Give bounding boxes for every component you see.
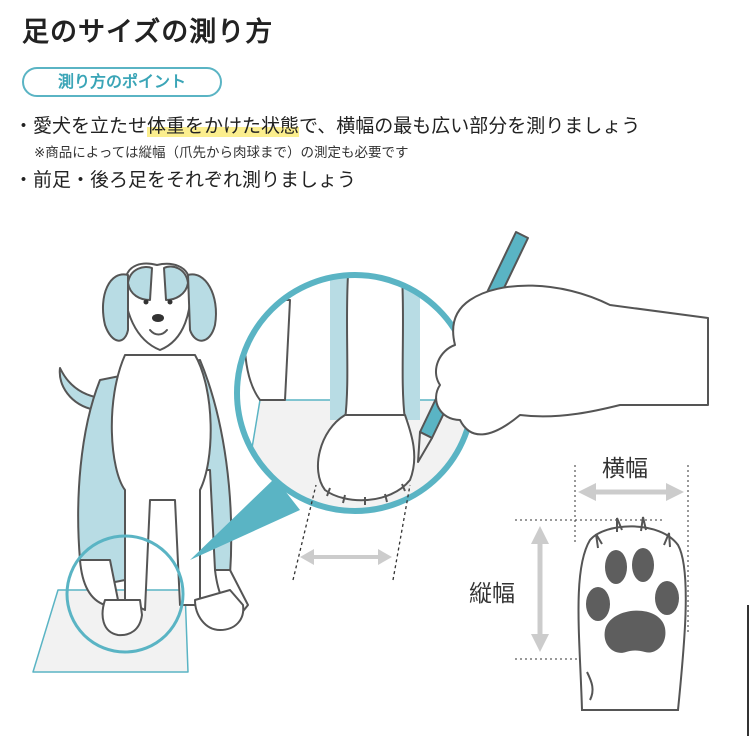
hand-with-pencil [417, 231, 709, 463]
hand [435, 284, 709, 436]
dog-ear-right [187, 273, 217, 342]
main-pad [604, 610, 666, 653]
pencil-tip [417, 431, 433, 463]
paw-claws [595, 516, 671, 549]
bullet-1-pre: ・愛犬を立たせ [14, 115, 148, 137]
bullet-1-post: で、横幅の最も広い部分を測りましょう [299, 115, 641, 137]
paw-diagram [515, 465, 689, 711]
dog-tail [58, 367, 101, 411]
bullet-1: ・愛犬を立たせ体重をかけた状態で、横幅の最も広い部分を測りましょう [14, 112, 744, 140]
dog-mouth [149, 329, 168, 336]
dog-ear-left [102, 273, 129, 342]
bullet-2: ・前足・後ろ足をそれぞれ測りましょう [14, 169, 357, 191]
bullet-1-highlight: 体重をかけた状態 [147, 115, 300, 137]
toe-pad-4 [655, 581, 679, 615]
dog-illustration [32, 262, 249, 673]
instruction-list: ・愛犬を立たせ体重をかけた状態で、横幅の最も広い部分を測りましょう ※商品によっ… [14, 112, 744, 194]
magnified-width-arrow [292, 484, 411, 581]
magnified-leg [344, 275, 406, 421]
bullet-note: ※商品によっては縦幅（爪先から肉球まで）の測定も必要です [34, 145, 409, 161]
toe-pad-1 [586, 587, 610, 621]
length-label: 縦幅 [469, 581, 515, 607]
point-badge: 測り方のポイント [22, 67, 222, 97]
width-label: 横幅 [602, 456, 648, 482]
page-title: 足のサイズの測り方 [22, 17, 274, 48]
dewclaw [586, 671, 594, 701]
magnified-view [234, 272, 476, 514]
dog-eye-left [143, 299, 149, 305]
toe-pad-3 [632, 548, 654, 582]
magnified-claws [326, 483, 406, 505]
magnify-source-circle [65, 534, 185, 654]
dog-front-paw-right [194, 589, 245, 631]
toe-pad-2 [605, 550, 627, 584]
dog-chest [110, 354, 212, 611]
dog-front-paw-left [101, 599, 143, 637]
magnified-paw [316, 414, 416, 502]
dog-nose [152, 314, 164, 322]
dog-eye-right [167, 299, 173, 305]
dog-head-patch-left [127, 265, 153, 301]
magnify-connector [190, 478, 300, 560]
